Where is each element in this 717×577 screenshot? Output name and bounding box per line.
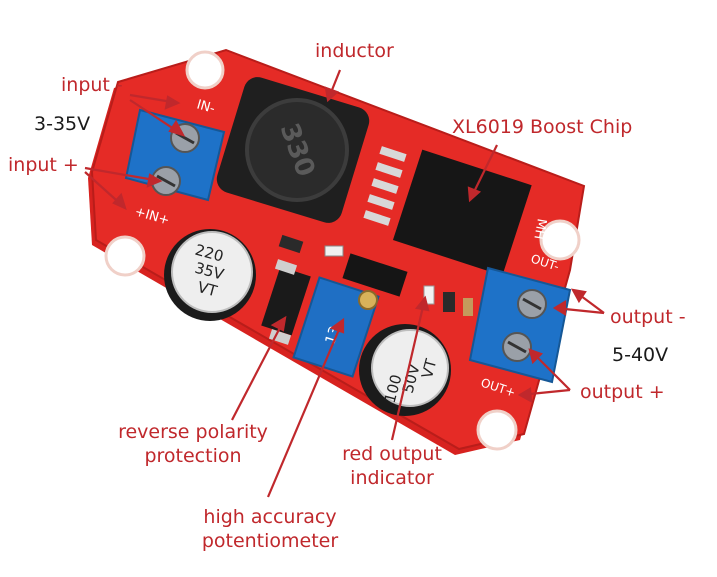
label-input-plus: input + — [8, 154, 79, 176]
input-capacitor: 220 35V VT — [164, 229, 256, 321]
label-red-indicator-text: red output indicator — [342, 443, 442, 489]
chip-mark: MH — [530, 217, 548, 240]
label-output-plus: output + — [580, 381, 665, 403]
mount-hole-bottom-right — [476, 409, 518, 451]
protection-diode — [261, 259, 311, 345]
mount-hole-top-right — [539, 219, 581, 261]
label-chip: XL6019 Boost Chip — [452, 116, 633, 138]
chip-component: MH — [363, 146, 549, 276]
mount-hole-bottom-left — [104, 235, 146, 277]
inductor-component: 330 — [216, 77, 370, 223]
board-label-in-minus: IN- — [195, 97, 217, 117]
label-output-minus: output - — [610, 306, 686, 328]
label-input-voltage: 3-35V — [34, 113, 91, 135]
label-reverse-polarity-text: reverse polarity protection — [118, 421, 268, 467]
mount-hole-top-left — [185, 50, 225, 90]
label-reverse-polarity: reverse polarity protection — [108, 421, 278, 469]
cap1-line-3: VT — [196, 278, 220, 301]
smd-components — [278, 234, 473, 316]
label-input-minus: input - — [61, 74, 123, 96]
label-inductor: inductor — [315, 40, 394, 62]
label-output-voltage: 5-40V — [612, 344, 669, 366]
output-terminal-block — [468, 266, 572, 384]
label-potentiometer-text: high accuracy potentiometer — [201, 506, 339, 552]
label-potentiometer: high accuracy potentiometer — [190, 506, 350, 554]
label-red-indicator: red output indicator — [327, 443, 457, 491]
output-capacitor: 100 50V VT — [359, 324, 451, 416]
cap2-line-3: VT — [418, 356, 441, 380]
annotation-arrows — [84, 69, 605, 498]
